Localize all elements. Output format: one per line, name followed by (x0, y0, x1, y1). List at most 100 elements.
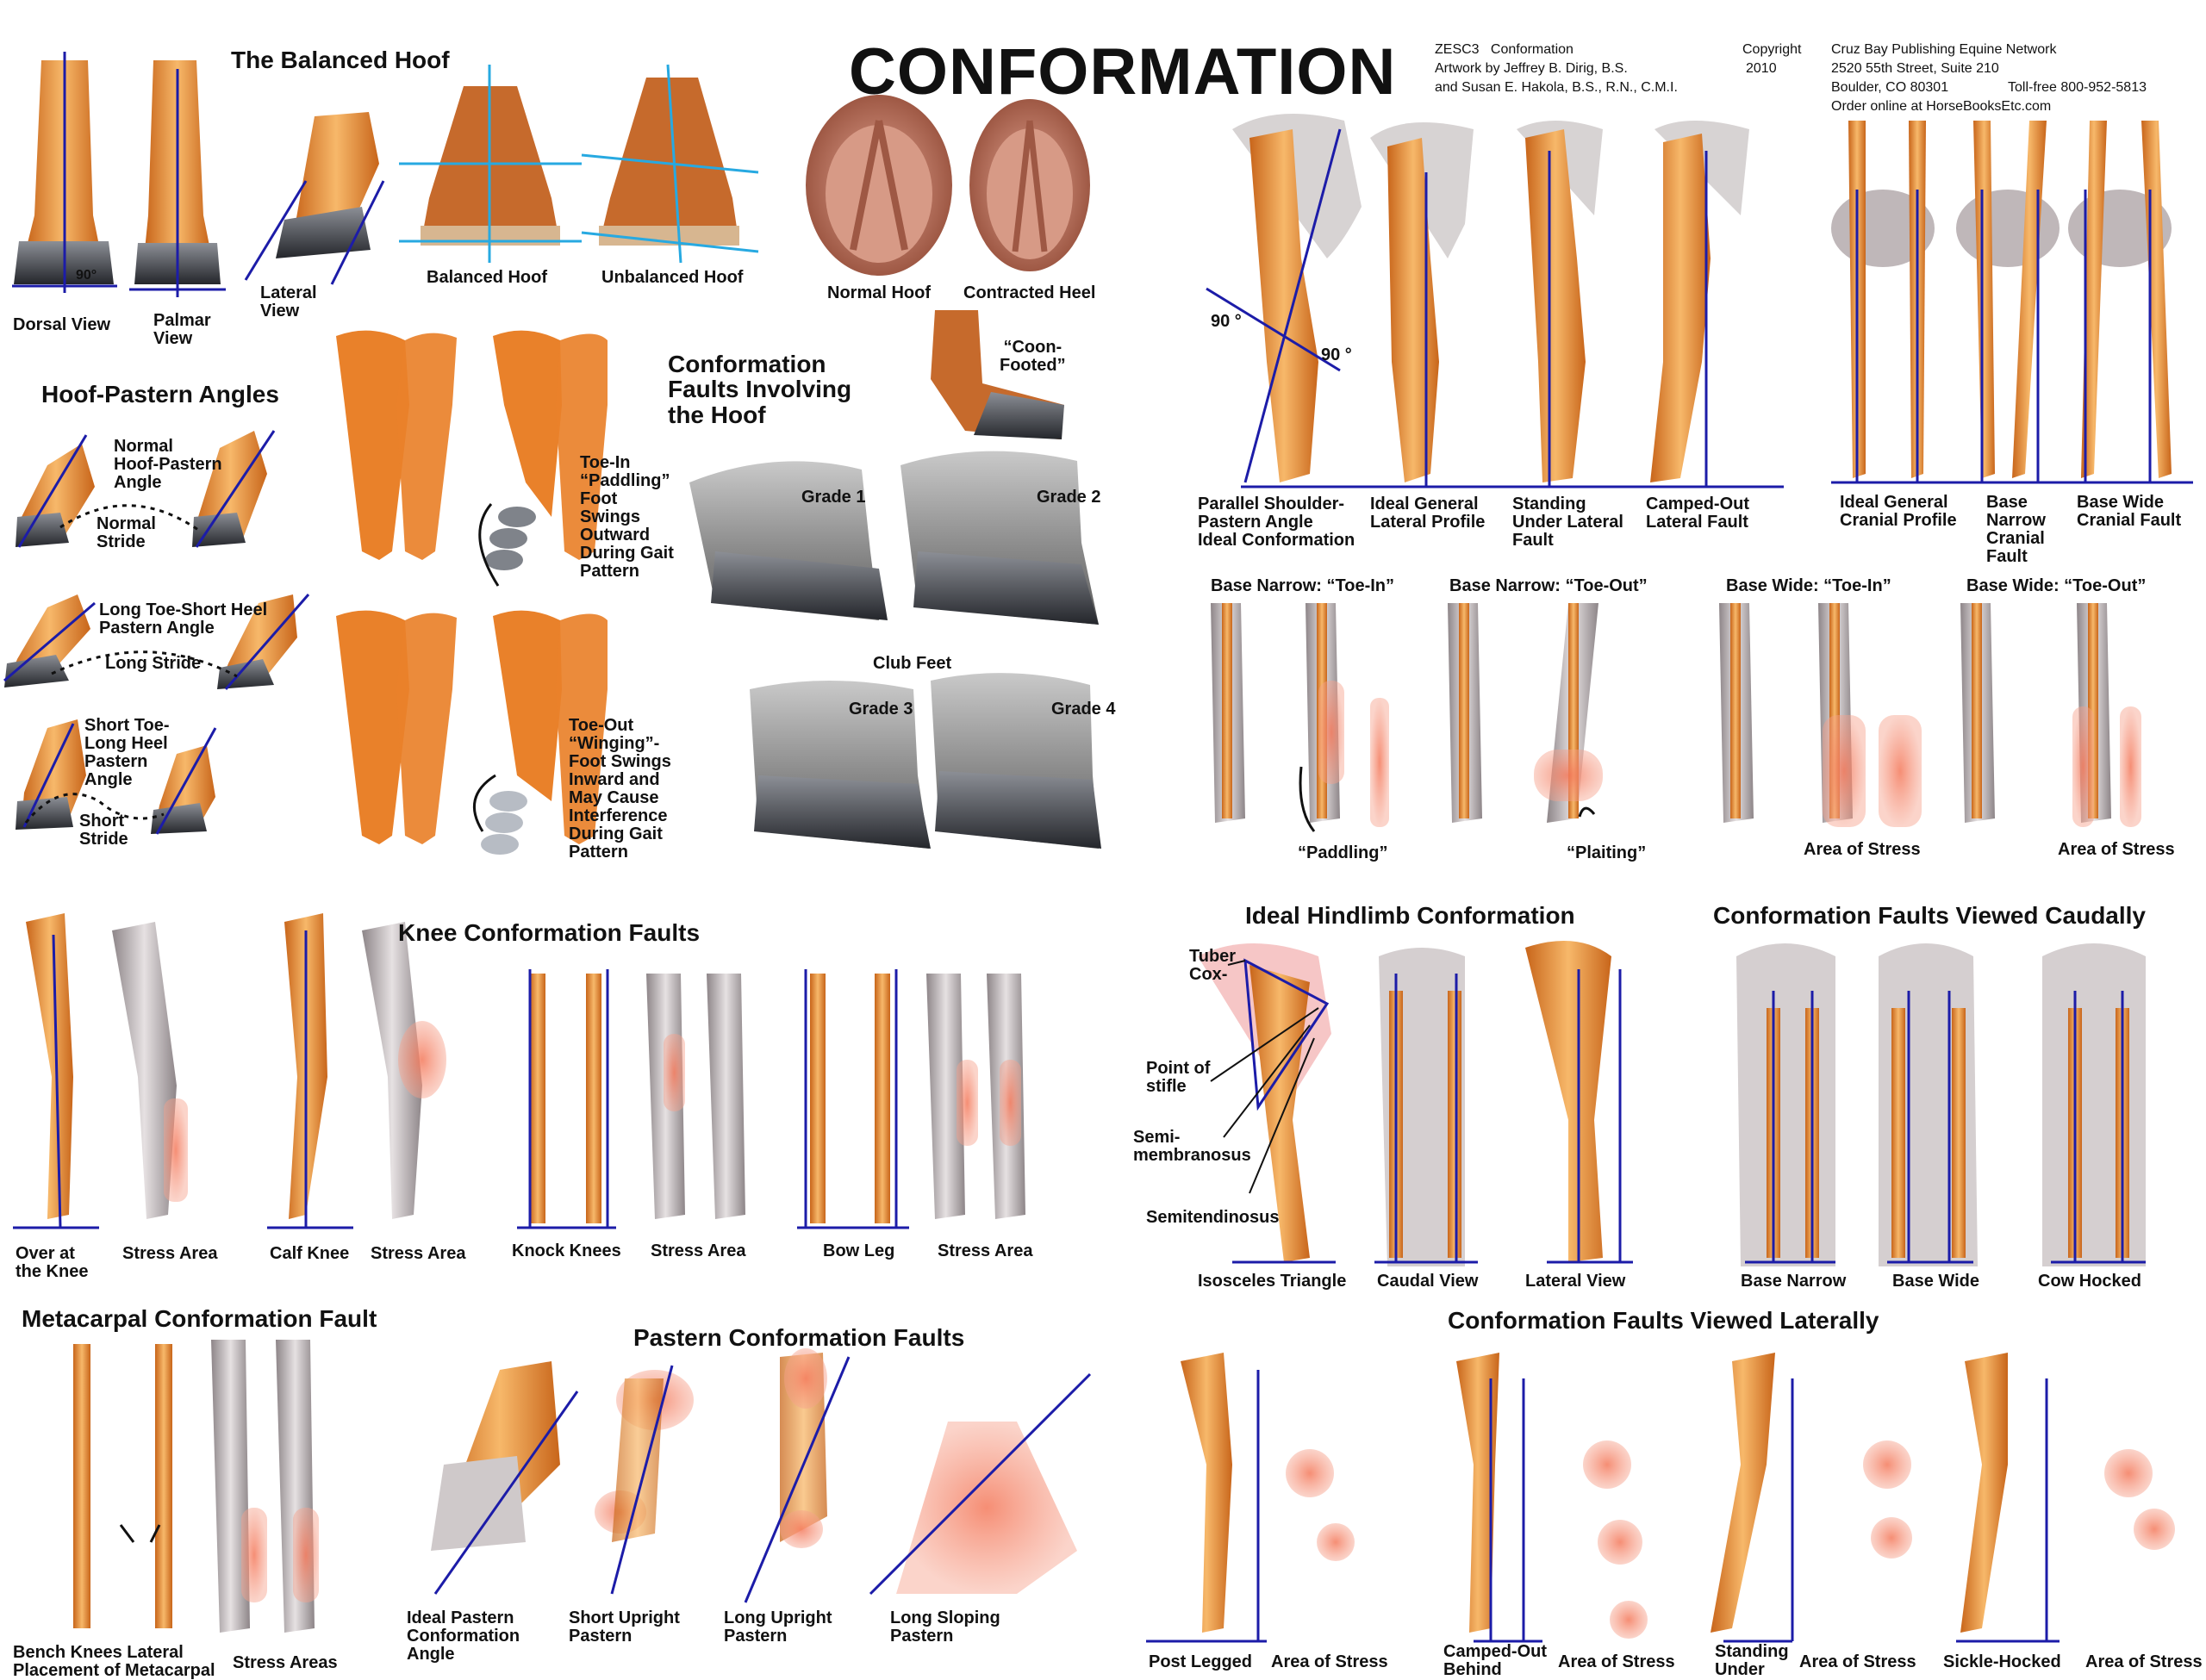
grade-3-label: Grade 3 (849, 700, 913, 719)
credit-coauthor: and Susan E. Hakola, B.S., R.N., C.M.I. (1435, 80, 1678, 95)
hindlimb-heading: Ideal Hindlimb Conformation (1245, 902, 1575, 929)
normal-hoof-label: Normal Hoof (827, 283, 931, 302)
base-narrow-cranial-label: Base Narrow Cranial Fault (1986, 493, 2046, 566)
ideal-lateral-label: Ideal General Lateral Profile (1370, 495, 1486, 532)
coon-footed-illustration (931, 310, 1064, 439)
short-stride-label: Short Stride (79, 812, 128, 849)
bw-toe-out-heading: Base Wide: “Toe-Out” (1966, 576, 2147, 595)
long-sloping-label: Long Sloping Pastern (890, 1608, 1000, 1646)
sickle-hocked-label: Sickle-Hocked (1943, 1652, 2061, 1671)
club-foot-grade-1 (689, 461, 888, 620)
ideal-cranial-label: Ideal General Cranial Profile (1840, 493, 1957, 530)
hindlimb-ideal (1198, 941, 1633, 1266)
over-knee-label: Over at the Knee (16, 1244, 89, 1281)
lateral-view-illustration (244, 112, 385, 285)
knock-knees-label: Knock Knees (512, 1241, 621, 1260)
normal-stride-label: Normal Stride (97, 514, 156, 551)
parallel-label: Parallel Shoulder- Pastern Angle Ideal C… (1198, 495, 1355, 550)
grade-1-label: Grade 1 (801, 488, 866, 507)
normal-hoof-sole (806, 95, 952, 276)
balanced-hoof-illustration (399, 65, 582, 263)
paddling-label: “Paddling” (1298, 843, 1388, 862)
hoof-faults-heading: Conformation Faults Involving the Hoof (668, 351, 852, 428)
palmar-view-illustration (129, 60, 226, 297)
dorsal-view-label: Dorsal View (13, 315, 111, 334)
bn-toe-in-heading: Base Narrow: “Toe-In” (1211, 576, 1394, 595)
forelimb-lateral-row (1206, 114, 1784, 488)
base-fault-legs (1211, 603, 2141, 832)
bow-leg-label: Bow Leg (823, 1241, 895, 1260)
page-title: CONFORMATION (849, 35, 1397, 109)
forelimb-cranial-row (1831, 121, 2193, 484)
copyright-year: 2010 (1746, 61, 1777, 76)
lateral-stress-4: Area of Stress (2085, 1652, 2203, 1671)
knee-stress-4: Stress Area (938, 1241, 1033, 1260)
knee-fault-legs (13, 913, 1025, 1229)
short-toe-label: Short Toe- Long Heel Pastern Angle (84, 716, 170, 789)
bn-toe-out-heading: Base Narrow: “Toe-Out” (1449, 576, 1648, 595)
knee-heading: Knee Conformation Faults (398, 919, 701, 946)
bw-toe-out-stress: Area of Stress (2058, 840, 2175, 859)
contracted-heel-label: Contracted Heel (963, 283, 1096, 302)
club-foot-grade-2 (900, 451, 1099, 625)
post-legged-label: Post Legged (1149, 1652, 1253, 1671)
short-toe-illustrations (16, 719, 217, 835)
coon-footed-label: “Coon- Footed” (1000, 338, 1066, 375)
plaiting-label: “Plaiting” (1567, 843, 1647, 862)
standing-under-hind-label: Standing Under (1715, 1642, 1789, 1679)
grade-4-label: Grade 4 (1051, 700, 1116, 719)
lateral-stress-3: Area of Stress (1799, 1652, 1916, 1671)
pastern-heading: Pastern Conformation Faults (633, 1324, 965, 1351)
hindlimb-pointer-lines (1210, 960, 1319, 1194)
club-feet-label: Club Feet (873, 654, 952, 673)
toe-out-leg-pair (336, 610, 608, 844)
lateral-faults-heading: Conformation Faults Viewed Laterally (1448, 1307, 1879, 1334)
order-online: Order online at HorseBooksEtc.com (1831, 99, 2052, 114)
bw-toe-in-heading: Base Wide: “Toe-In” (1726, 576, 1891, 595)
angle-label-2: 90 ° (1321, 345, 1352, 364)
calf-knee-label: Calf Knee (270, 1244, 350, 1263)
lateral-stress-1: Area of Stress (1271, 1652, 1388, 1671)
base-wide-cranial-label: Base Wide Cranial Fault (2077, 493, 2182, 530)
caudal-heading: Conformation Faults Viewed Caudally (1713, 902, 2147, 929)
unbalanced-hoof-label: Unbalanced Hoof (601, 268, 744, 287)
bench-knees-label: Bench Knees Lateral Placement of Metacar… (13, 1643, 215, 1680)
semitendinosus-label: Semitendinosus (1146, 1208, 1280, 1227)
point-of-stifle-label: Point of stifle (1146, 1059, 1211, 1096)
palmar-view-label: Palmar View (153, 311, 211, 348)
lateral-fault-legs (1146, 1353, 2175, 1643)
camped-behind-label: Camped-Out Behind (1443, 1642, 1547, 1679)
knee-stress-1: Stress Area (122, 1244, 218, 1263)
standing-under-label: Standing Under Lateral Fault (1512, 495, 1623, 550)
dorsal-view-illustration (12, 52, 117, 293)
lateral-stress-2: Area of Stress (1558, 1652, 1675, 1671)
bw-toe-in-stress: Area of Stress (1804, 840, 1921, 859)
short-upright-label: Short Upright Pastern (569, 1608, 680, 1646)
address-line-1: 2520 55th Street, Suite 210 (1831, 61, 1999, 76)
caudal-base-narrow: Base Narrow (1741, 1272, 1847, 1291)
long-upright-label: Long Upright Pastern (724, 1608, 832, 1646)
toll-free: Toll-free 800-952-5813 (2008, 80, 2147, 95)
unbalanced-hoof-illustration (581, 64, 759, 264)
ideal-pastern-label: Ideal Pastern Conformation Angle (407, 1608, 520, 1664)
club-foot-grade-4 (931, 673, 1101, 849)
camped-out-label: Camped-Out Lateral Fault (1646, 495, 1749, 532)
hind-lateral-view-label: Lateral View (1525, 1272, 1626, 1291)
pastern-fault-illustrations (431, 1348, 1092, 1603)
grade-2-label: Grade 2 (1037, 488, 1101, 507)
balanced-hoof-heading: The Balanced Hoof (231, 47, 450, 73)
metacarpal-heading: Metacarpal Conformation Fault (22, 1305, 377, 1332)
address-line-2: Boulder, CO 80301 (1831, 80, 1949, 95)
toe-out-description: Toe-Out “Winging”- Foot Swings Inward an… (569, 716, 671, 862)
metacarpal-legs (73, 1340, 319, 1633)
hoof-pastern-heading: Hoof-Pastern Angles (41, 381, 279, 408)
long-stride-label: Long Stride (105, 654, 202, 673)
isosceles-label: Isosceles Triangle (1198, 1272, 1347, 1291)
caudal-view-label: Caudal View (1377, 1272, 1479, 1291)
tuber-coxae-label: Tuber Cox- (1189, 947, 1237, 984)
club-foot-grade-3 (750, 681, 931, 849)
paddling-hooves (478, 503, 536, 587)
right-angle-label: 90° (76, 268, 97, 283)
publisher: Cruz Bay Publishing Equine Network (1831, 42, 2057, 57)
